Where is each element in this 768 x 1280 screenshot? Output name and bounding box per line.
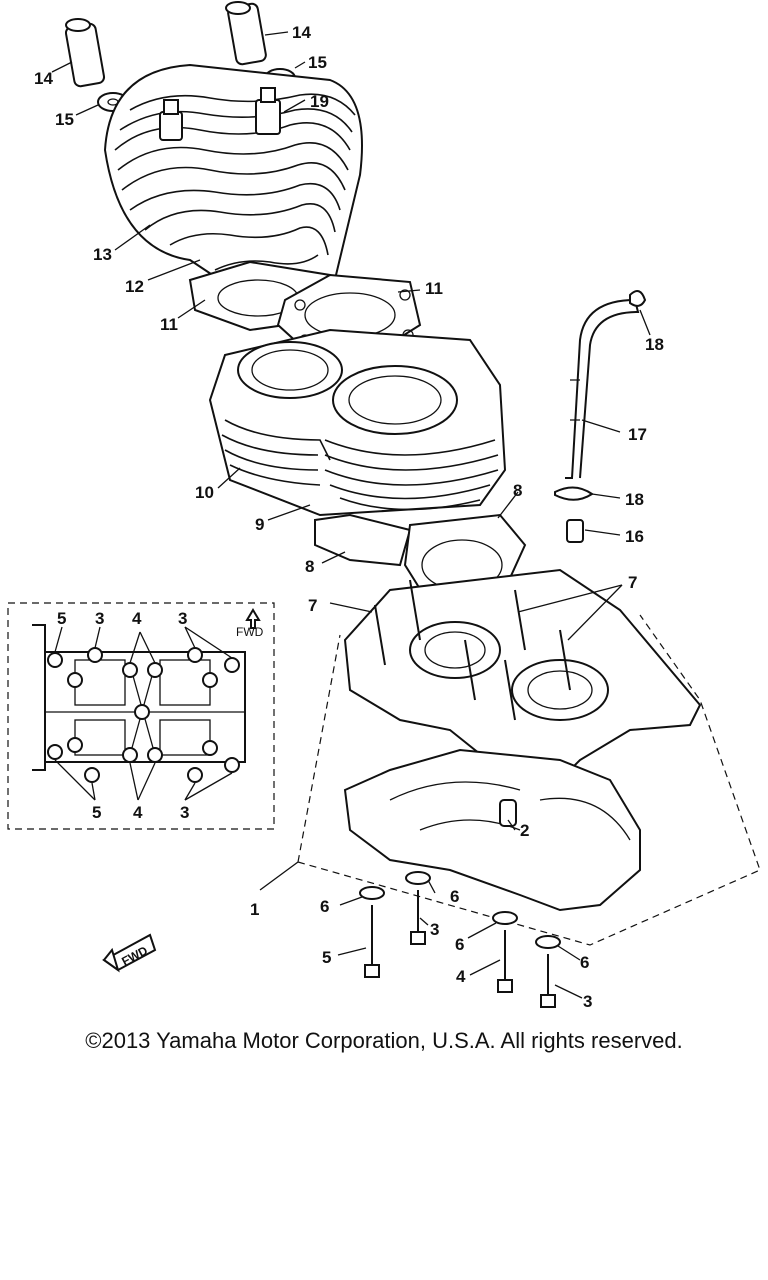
label-14-right: 14 [292, 23, 311, 42]
label-7-right: 7 [628, 573, 637, 592]
inset-label-4-bottom: 4 [133, 803, 143, 822]
inset-label-3-bottom: 3 [180, 803, 189, 822]
breather-clip-bottom [554, 486, 594, 501]
breather-joint [566, 519, 584, 543]
label-16: 16 [625, 527, 644, 546]
inset-bolt-pattern: FWD 5 3 4 3 5 4 3 [7, 602, 275, 830]
label-6-d: 6 [580, 953, 589, 972]
label-11-right: 11 [425, 279, 443, 298]
fwd-arrow: FWD [102, 933, 157, 973]
label-5: 5 [322, 948, 331, 967]
cylinder-block [208, 328, 507, 517]
breather-clip-top [629, 290, 647, 307]
inset-fwd-arrow-icon [245, 608, 261, 629]
label-7-left: 7 [308, 596, 317, 615]
label-18-top: 18 [645, 335, 664, 354]
label-6-b: 6 [450, 887, 459, 906]
label-6-a: 6 [320, 897, 329, 916]
label-13: 13 [93, 245, 112, 264]
inset-label-5-bottom: 5 [92, 803, 101, 822]
lower-crankcase [343, 748, 641, 912]
base-gasket-left [314, 513, 412, 567]
part-labels: 14 14 15 15 19 13 12 11 11 10 9 8 8 7 7 … [34, 23, 664, 1011]
label-17: 17 [628, 425, 647, 444]
spark-plug-right [255, 87, 281, 135]
label-8-left: 8 [305, 557, 314, 576]
copyright-notice: ©2013 Yamaha Motor Corporation, U.S.A. A… [85, 1028, 683, 1053]
label-12: 12 [125, 277, 144, 296]
label-18-bottom: 18 [625, 490, 644, 509]
spark-plug-left [159, 99, 183, 141]
label-9: 9 [255, 515, 264, 534]
studs [374, 579, 571, 721]
label-3-a: 3 [430, 920, 439, 939]
label-3-b: 3 [583, 992, 592, 1011]
label-8-right: 8 [513, 481, 522, 500]
inset-label-3-top-left: 3 [95, 609, 104, 628]
label-1: 1 [250, 900, 259, 919]
label-10: 10 [195, 483, 214, 502]
leader-lines [51, 31, 651, 999]
crankcase-bolt-4 [492, 911, 518, 993]
crankcase-bolt-3a [405, 871, 431, 945]
label-19: 19 [310, 92, 329, 111]
inset-fwd-label: FWD [236, 625, 264, 639]
upper-crankcase [343, 568, 702, 782]
head-bolt-right [225, 1, 267, 66]
breather-pipe [565, 298, 640, 479]
dowel-pin [499, 799, 517, 827]
label-2: 2 [520, 821, 529, 840]
label-15-right: 15 [308, 53, 327, 72]
label-11-left: 11 [160, 315, 178, 334]
label-14-left: 14 [34, 69, 53, 88]
label-6-c: 6 [455, 935, 464, 954]
label-15-left: 15 [55, 110, 74, 129]
inset-label-3-top-right: 3 [178, 609, 187, 628]
head-bolt-left [64, 18, 106, 88]
inset-label-5-top: 5 [57, 609, 66, 628]
label-4: 4 [456, 967, 466, 986]
crankcase-bolt-5 [359, 886, 385, 978]
inset-label-4-top: 4 [132, 609, 142, 628]
crankcase-bolt-3b [535, 935, 561, 1008]
inset-bolt-holes [47, 647, 240, 783]
engine-parts-diagram: 14 14 15 15 19 13 12 11 11 10 9 8 8 7 7 … [7, 1, 761, 1011]
